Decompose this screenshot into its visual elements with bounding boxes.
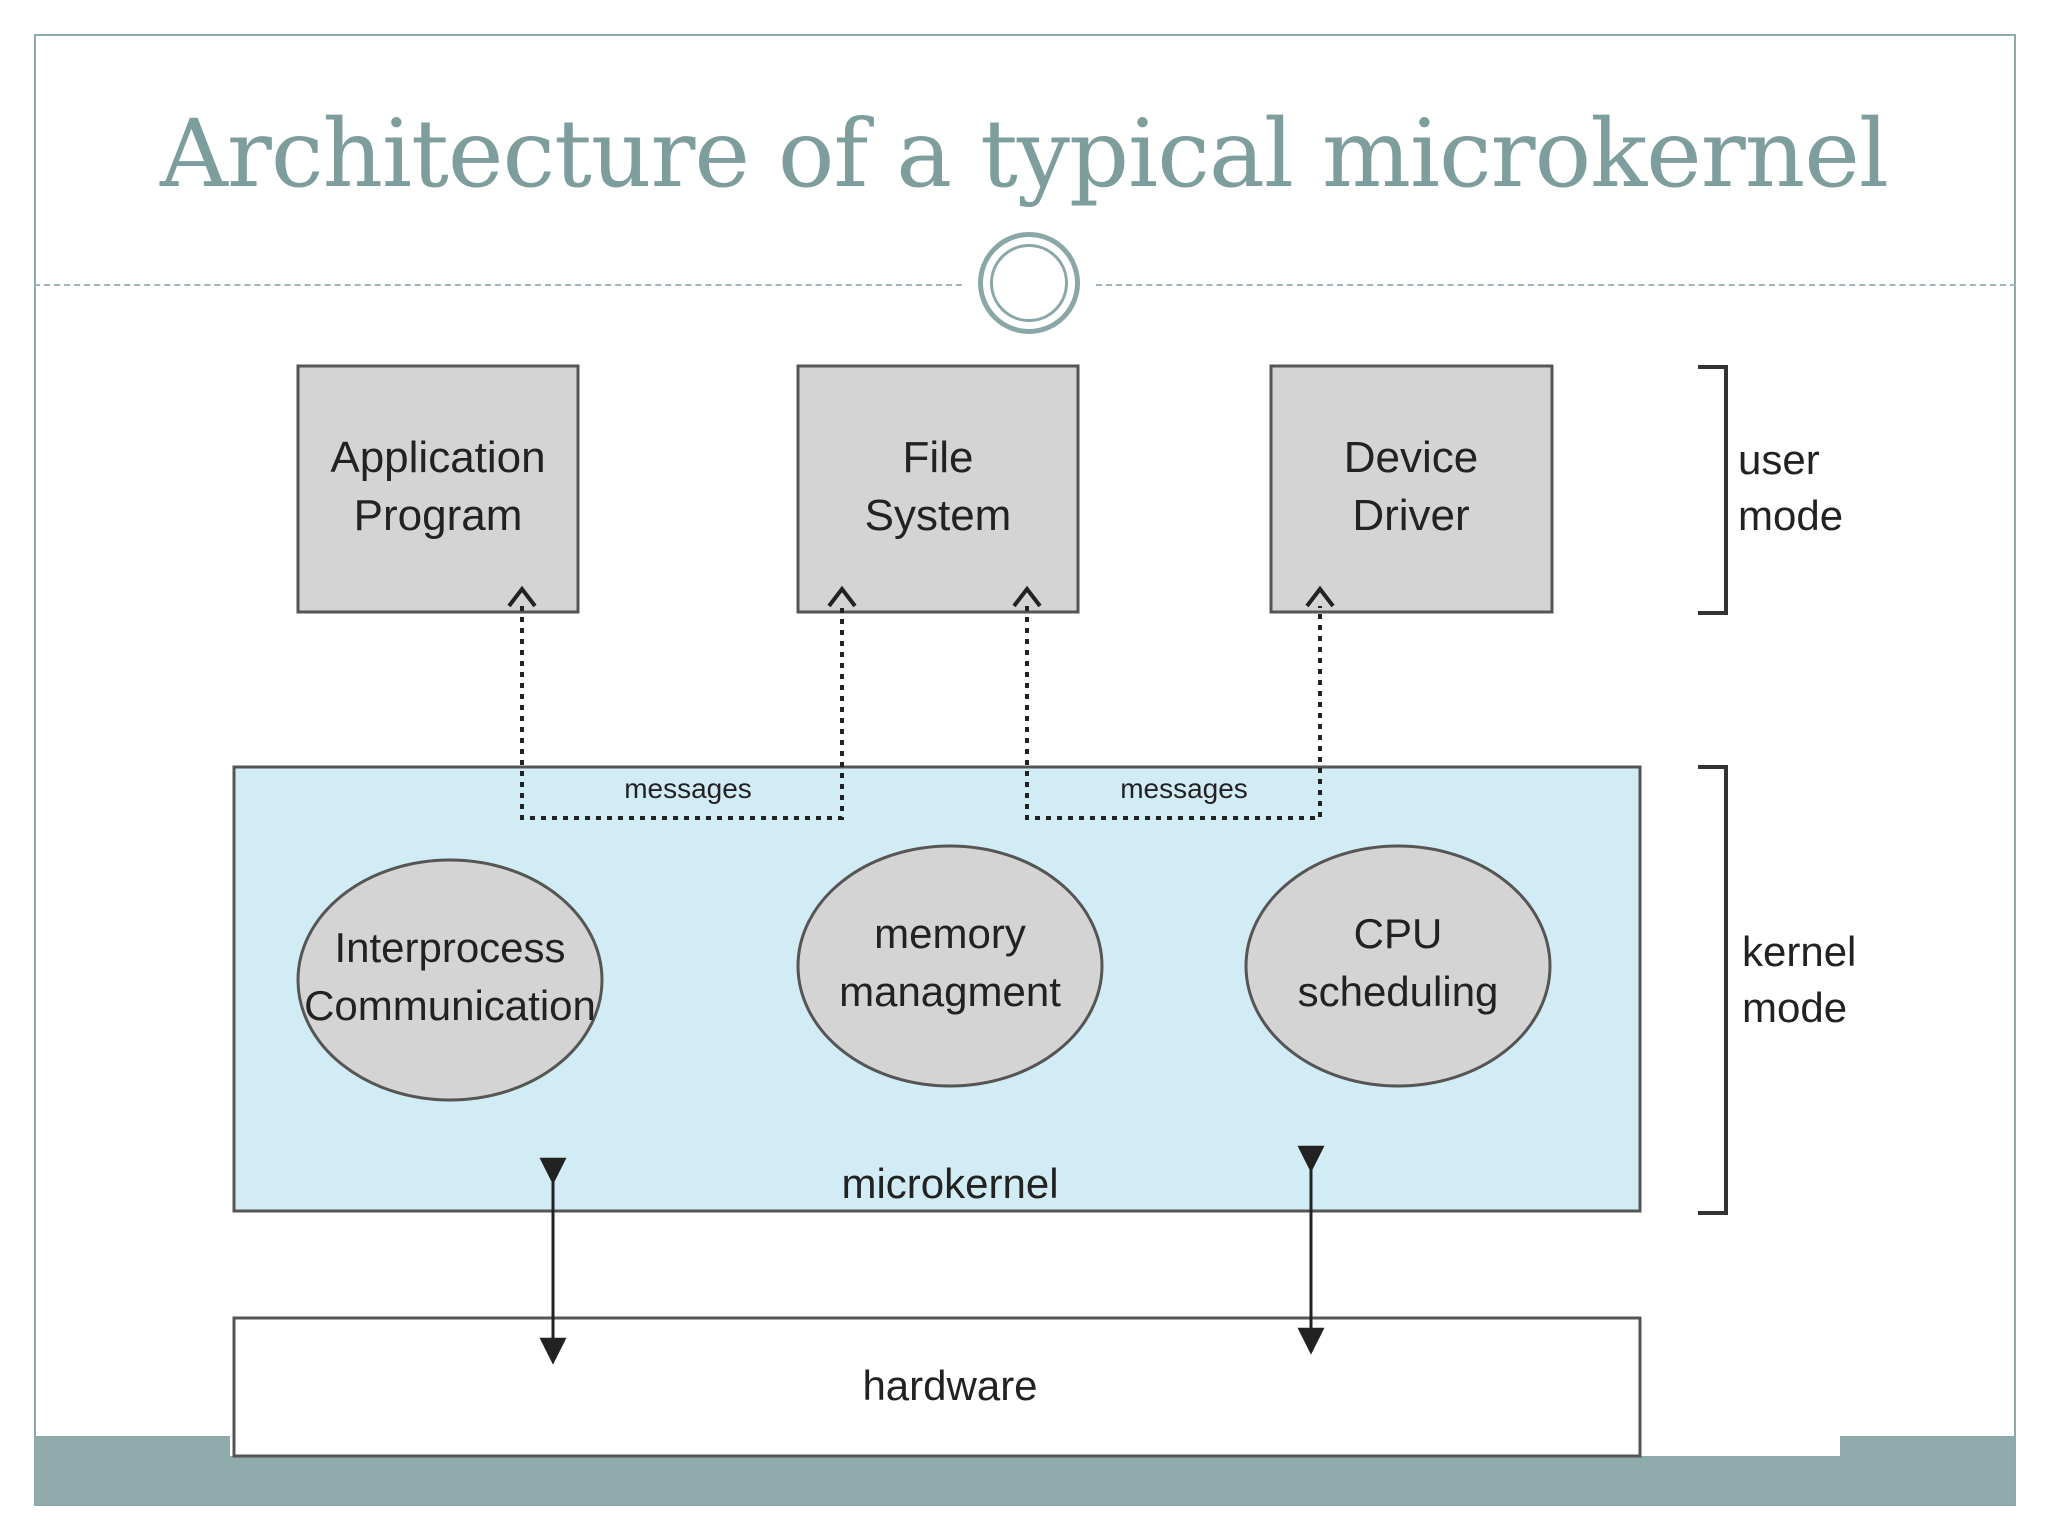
kernel-service-line1: Interprocess — [334, 924, 565, 971]
hardware-label: hardware — [862, 1362, 1037, 1409]
messages-label: messages — [624, 773, 752, 804]
user-box-line1: Application — [330, 433, 545, 482]
user-box-line2: Driver — [1352, 491, 1469, 540]
slide-title: Architecture of a typical microkernel — [160, 100, 1889, 209]
title-divider-left — [34, 284, 962, 286]
hardware-box — [232, 1316, 1642, 1458]
kernel-service-ellipse — [296, 858, 604, 1102]
divider-ring-icon — [978, 232, 1080, 334]
kernel-service-line1: CPU — [1354, 910, 1443, 957]
divider-ring-inner — [990, 244, 1068, 322]
user-box-device-driver: Device Driver — [1269, 364, 1554, 614]
arrowhead-up-icon — [1305, 585, 1335, 608]
user-box-file-system: File System — [796, 364, 1080, 614]
user-mode-bracket — [1698, 365, 1728, 615]
kernel-mode-label-line1: kernel — [1742, 928, 1856, 975]
user-box-line1: File — [903, 433, 974, 482]
kernel-service-line2: Communication — [304, 982, 596, 1029]
user-box-application-program: Application Program — [296, 364, 580, 614]
message-path-line — [520, 606, 844, 820]
user-box-rect — [796, 364, 1080, 614]
kernel-service-ellipse — [1244, 844, 1552, 1088]
kernel-service-memory-managment: memory managment — [796, 844, 1104, 1088]
user-box-line2: System — [865, 491, 1012, 540]
microkernel-label: microkernel — [841, 1160, 1058, 1207]
kernel-service-cpu-scheduling: CPU scheduling — [1244, 844, 1552, 1088]
title-divider-right — [1096, 284, 2016, 286]
user-box-rect — [1269, 364, 1554, 614]
kernel-service-line1: memory — [874, 910, 1026, 957]
user-box-line1: Device — [1344, 433, 1479, 482]
kernel-service-ellipse — [796, 844, 1104, 1088]
kernel-mode-bracket — [1698, 765, 1728, 1215]
arrowhead-up-icon — [507, 585, 537, 608]
kernel-service-line2: managment — [839, 968, 1061, 1015]
kernel-service-interprocess-communication: Interprocess Communication — [296, 858, 604, 1102]
message-path-right: messages — [1012, 585, 1335, 820]
messages-label: messages — [1120, 773, 1248, 804]
arrowhead-up-icon — [1012, 585, 1042, 608]
user-mode-label-line2: mode — [1738, 492, 1843, 539]
user-box-rect — [296, 364, 580, 614]
message-path-left: messages — [507, 585, 857, 820]
user-mode-label-line1: user — [1738, 436, 1820, 483]
arrowhead-up-icon — [827, 585, 857, 608]
user-box-line2: Program — [354, 491, 523, 540]
kernel-mode-label-line2: mode — [1742, 984, 1847, 1031]
kernel-service-line2: scheduling — [1298, 968, 1499, 1015]
